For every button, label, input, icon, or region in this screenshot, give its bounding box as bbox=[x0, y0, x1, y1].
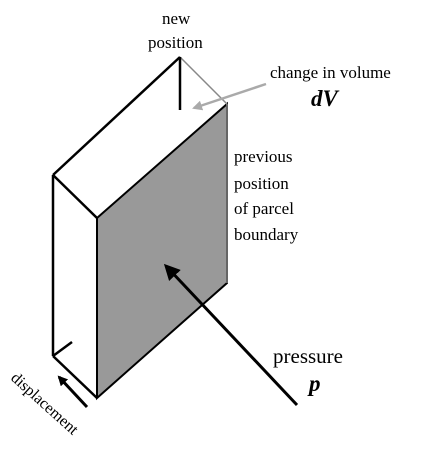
label-previous: previous bbox=[234, 147, 293, 166]
label-new: new bbox=[162, 9, 191, 28]
label-p: p bbox=[307, 371, 321, 396]
label-of-parcel: of parcel bbox=[234, 199, 294, 218]
previous-boundary-face bbox=[96, 101, 228, 401]
label-position: position bbox=[148, 33, 203, 52]
label-boundary: boundary bbox=[234, 225, 299, 244]
edge-bottom-stub bbox=[52, 340, 73, 358]
change-in-volume-pointer bbox=[192, 82, 267, 111]
label-dV: dV bbox=[311, 86, 340, 111]
edge-top-front bbox=[52, 174, 98, 219]
pressure-arrow bbox=[163, 263, 299, 407]
label-change-in-volume: change in volume bbox=[270, 63, 391, 82]
edge-top-left bbox=[52, 56, 181, 176]
edge-bottom-front bbox=[52, 355, 98, 399]
hidden-edge-top bbox=[179, 56, 228, 105]
displacement-arrow bbox=[57, 375, 89, 409]
label-pressure: pressure bbox=[273, 344, 343, 368]
label-previous-position: position bbox=[234, 174, 289, 193]
label-displacement: displacement bbox=[7, 369, 82, 438]
